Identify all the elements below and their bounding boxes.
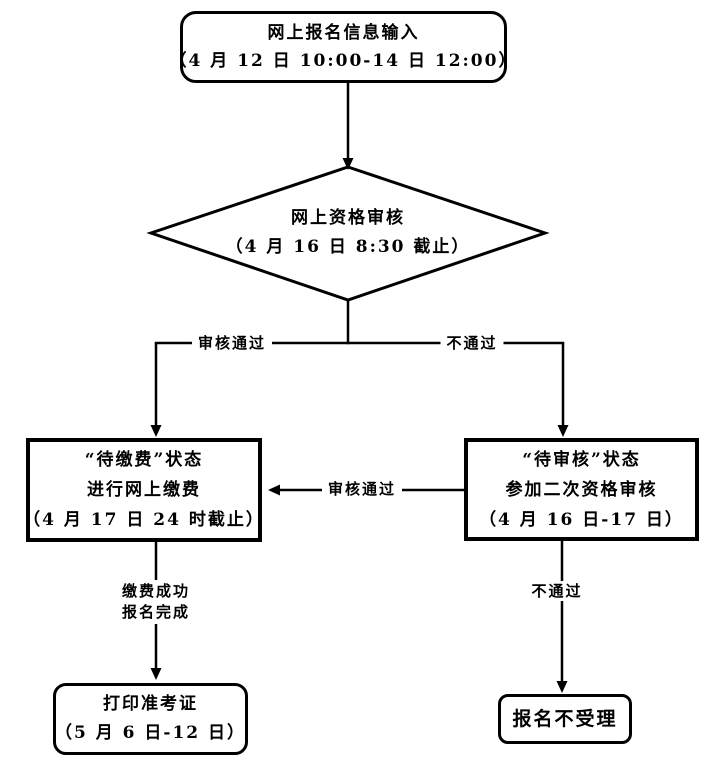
qualification-review-diamond: 网上资格审核 （4 月 16 日 8:30 截止） [208, 203, 488, 263]
registration-not-accepted-box: 报名不受理 [498, 694, 632, 744]
edge-label-second-review-pass: 审核通过 [321, 479, 403, 499]
print-ticket-line2: （5 月 6 日-12 日） [54, 723, 247, 743]
start-node-line1: 网上报名信息输入 [267, 23, 420, 43]
pending-payment-line1: “待缴费”状态 [84, 450, 204, 470]
start-node: 网上报名信息输入 （4 月 12 日 10:00-14 日 12:00） [170, 11, 515, 83]
pending-payment-line3: （4 月 17 日 24 时截止） [23, 510, 265, 530]
edge-label-review-pass: 审核通过 [191, 333, 273, 353]
second-review-to-payment-arrowhead [268, 484, 280, 496]
edge-label-payment-success-line1: 缴费成功 [121, 582, 191, 600]
branch-right-arrowhead [557, 425, 569, 437]
pending-payment-line2: 进行网上缴费 [87, 480, 201, 500]
start-to-review-arrowhead [342, 158, 354, 170]
qualification-review-line2: （4 月 16 日 8:30 截止） [225, 237, 471, 257]
print-ticket-line1: 打印准考证 [103, 694, 198, 714]
edge-label-payment-success-line2: 报名完成 [121, 603, 191, 621]
pending-review-line1: “待审核”状态 [522, 449, 641, 470]
edge-label-second-review-fail: 不通过 [525, 581, 589, 601]
registration-not-accepted-line1: 报名不受理 [512, 708, 618, 730]
edge-label-payment-success: 缴费成功 报名完成 [115, 580, 197, 624]
qualification-review-line1: 网上资格审核 [291, 208, 405, 228]
pending-review-box: “待审核”状态 参加二次资格审核 （4 月 16 日-17 日） [464, 438, 699, 541]
print-ticket-box: 打印准考证 （5 月 6 日-12 日） [53, 683, 248, 755]
branch-left-arrowhead [150, 425, 162, 437]
start-node-line2: （4 月 12 日 10:00-14 日 12:00） [169, 51, 518, 71]
pending-review-line2: 参加二次资格审核 [505, 479, 658, 500]
edge-label-review-fail: 不通过 [440, 333, 504, 353]
pending-payment-box: “待缴费”状态 进行网上缴费 （4 月 17 日 24 时截止） [23, 438, 265, 542]
pending-review-line3: （4 月 16 日-17 日） [479, 509, 684, 530]
payment-to-print-arrowhead [150, 668, 162, 680]
second-review-to-rejected-arrowhead [556, 681, 568, 693]
